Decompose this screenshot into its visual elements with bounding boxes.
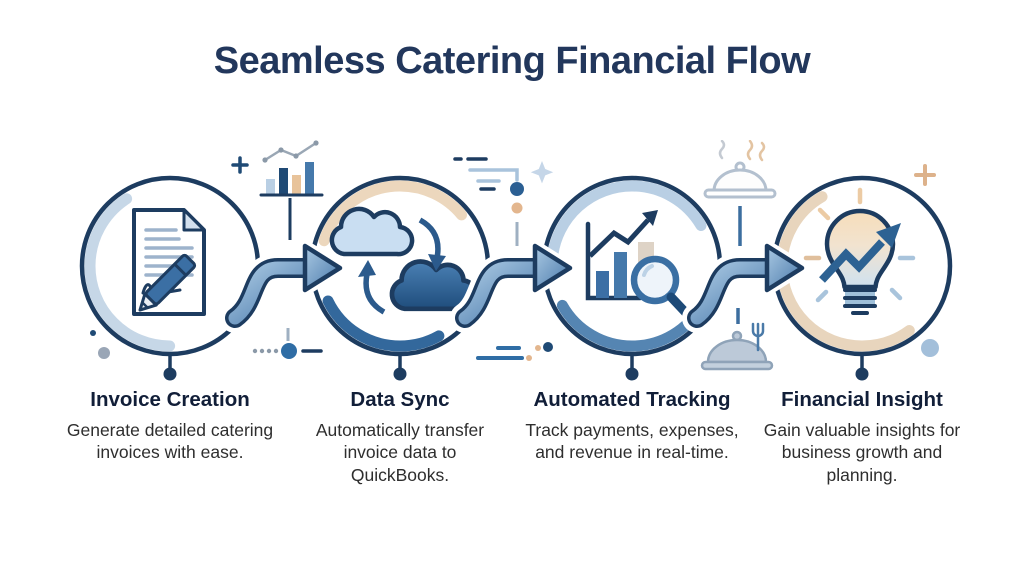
cloud-sync-icon xyxy=(329,206,479,315)
step-description: Automatically transfer invoice data to Q… xyxy=(315,420,485,485)
flow-arrow-3 xyxy=(682,240,808,333)
fork-icon xyxy=(751,322,765,352)
step-heading: Financial Insight xyxy=(781,388,943,411)
dash-accents xyxy=(453,157,524,246)
label-connectors xyxy=(163,354,869,381)
sparkle-icon xyxy=(530,161,554,184)
invoice-document-pen-icon xyxy=(132,208,206,316)
flow-arrow-1 xyxy=(220,240,346,333)
step-automated-tracking: Automated Tracking Track payments, expen… xyxy=(518,388,746,464)
step-data-sync: Data Sync Automatically transfer invoice… xyxy=(295,388,505,486)
step-invoice-creation: Invoice Creation Generate detailed cater… xyxy=(62,388,278,464)
plus-icon xyxy=(231,156,249,174)
step-description: Gain valuable insights for business grow… xyxy=(763,420,961,485)
step-description: Track payments, expenses, and revenue in… xyxy=(525,420,739,463)
mini-bar-chart-icon xyxy=(259,140,324,197)
lightbulb-growth-arrow-icon xyxy=(803,187,916,315)
step-financial-insight: Financial Insight Gain valuable insights… xyxy=(754,388,970,486)
dot-accents xyxy=(90,328,939,361)
flow-arrow-2 xyxy=(450,240,576,333)
page-title: Seamless Catering Financial Flow xyxy=(213,40,811,82)
cloche-filled-icon xyxy=(700,308,774,371)
plus-icon xyxy=(914,164,936,186)
cloche-steam-icon xyxy=(703,140,777,199)
step-description: Generate detailed catering invoices with… xyxy=(66,420,274,463)
bar-chart-magnifier-icon xyxy=(585,210,692,319)
flow-diagram xyxy=(79,140,953,381)
step-heading: Data Sync xyxy=(350,388,450,411)
step-heading: Invoice Creation xyxy=(90,388,250,411)
step-heading: Automated Tracking xyxy=(533,388,731,411)
